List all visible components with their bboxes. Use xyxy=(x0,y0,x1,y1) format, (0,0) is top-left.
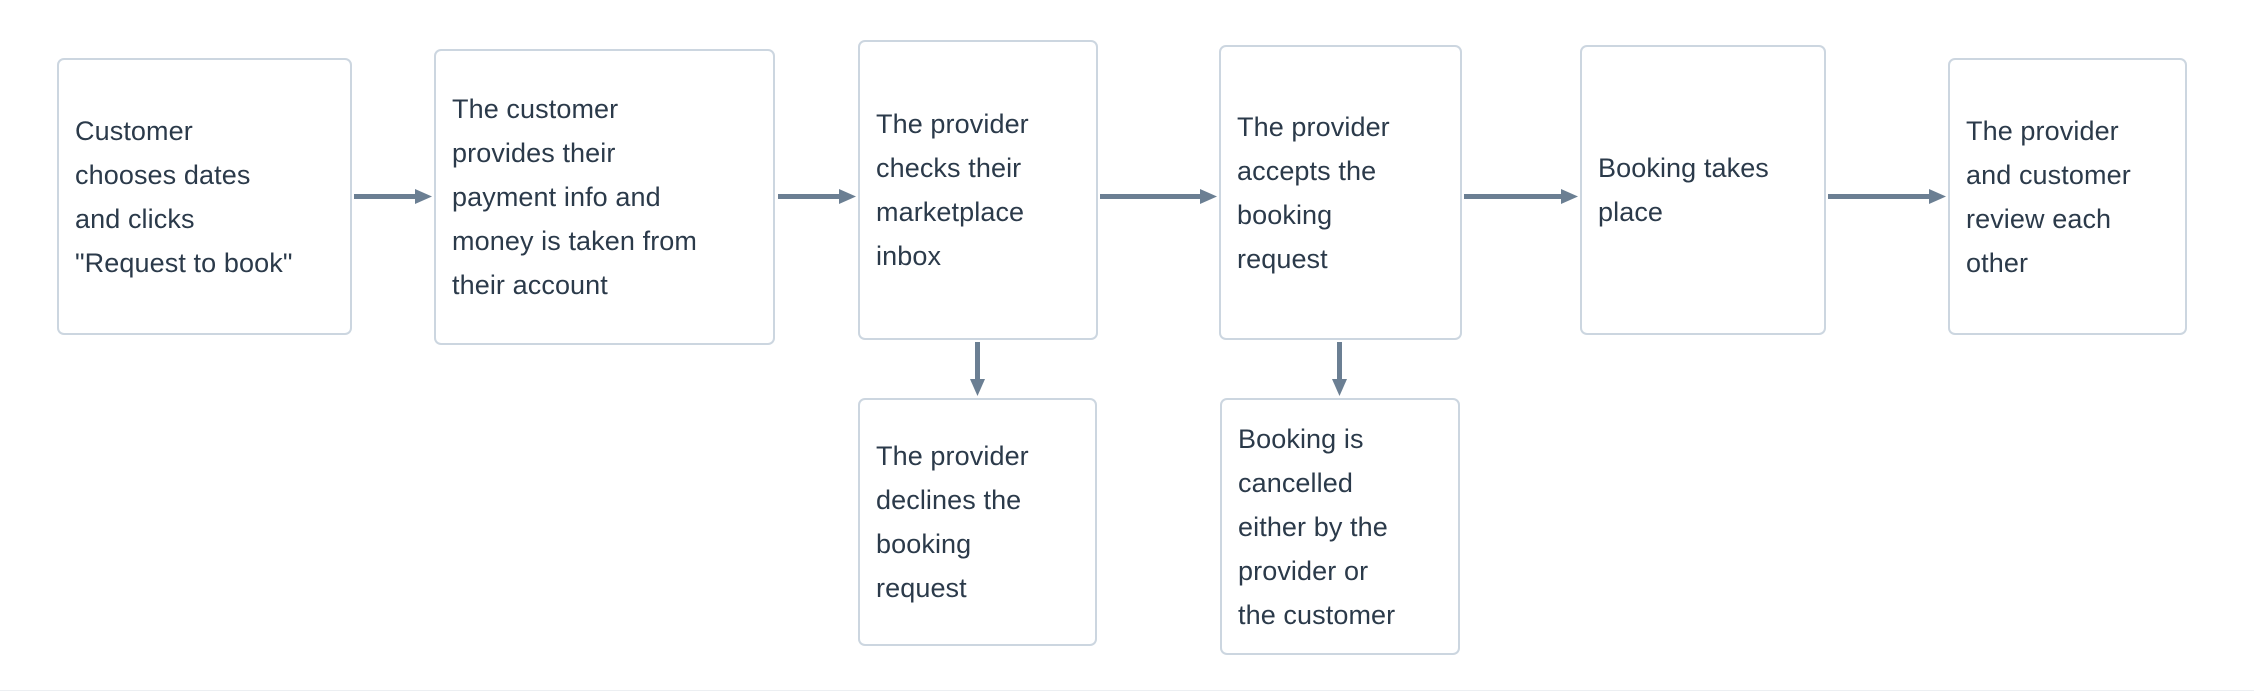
flow-node-customer-chooses-dates-and[interactable]: Customer chooses dates and clicks "Reque… xyxy=(57,58,352,335)
flow-arrow-right-3 xyxy=(1100,189,1217,204)
flow-arrow-right-5 xyxy=(1828,189,1946,204)
flow-node-label: The provider checks their marketplace in… xyxy=(876,109,1029,271)
flow-arrow-right-1 xyxy=(354,189,432,204)
flow-node-label: The customer provides their payment info… xyxy=(452,94,697,300)
flow-node-the-provider-checks-their[interactable]: The provider checks their marketplace in… xyxy=(858,40,1098,340)
flow-node-the-provider-and-customer[interactable]: The provider and customer review each ot… xyxy=(1948,58,2187,335)
flow-node-label: The provider and customer review each ot… xyxy=(1966,115,2131,278)
flow-node-the-customer-provides-their[interactable]: The customer provides their payment info… xyxy=(434,49,775,345)
flow-node-booking-is-cancelled-either[interactable]: Booking is cancelled either by the provi… xyxy=(1220,398,1460,655)
flow-node-booking-takes-place[interactable]: Booking takes place xyxy=(1580,45,1826,335)
flow-arrow-down-6 xyxy=(970,342,985,396)
bottom-divider xyxy=(0,690,2254,691)
flow-node-the-provider-declines-the[interactable]: The provider declines the booking reques… xyxy=(858,398,1097,646)
flow-node-label: Customer chooses dates and clicks "Reque… xyxy=(75,115,293,278)
flow-node-label: Booking takes place xyxy=(1598,153,1769,227)
flow-node-label: The provider accepts the booking request xyxy=(1237,111,1390,274)
flow-arrow-down-7 xyxy=(1332,342,1347,396)
flow-node-label: The provider declines the booking reques… xyxy=(876,441,1029,603)
flow-arrow-right-4 xyxy=(1464,189,1578,204)
flow-arrow-right-2 xyxy=(778,189,856,204)
flow-node-the-provider-accepts-the[interactable]: The provider accepts the booking request xyxy=(1219,45,1462,340)
flow-node-label: Booking is cancelled either by the provi… xyxy=(1238,423,1396,630)
